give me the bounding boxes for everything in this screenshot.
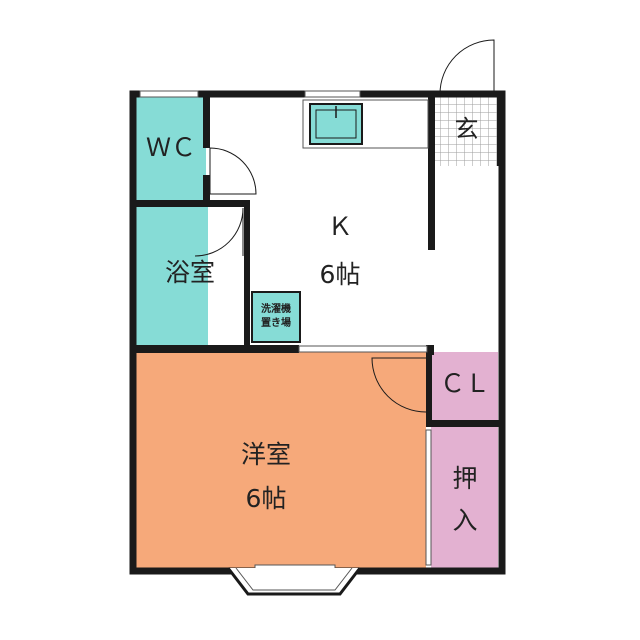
closet-label: ＣＬ	[439, 369, 490, 398]
bay-window-inner	[235, 567, 353, 591]
closet-floor	[431, 352, 498, 420]
entrance-label: 玄	[454, 115, 479, 143]
western-label: 洋室	[240, 440, 291, 469]
washer-space	[251, 291, 301, 343]
bath-label: 浴室	[164, 258, 215, 287]
western-floor	[136, 352, 426, 568]
interior-walls	[133, 96, 502, 427]
swing-doors	[194, 39, 495, 413]
entrance-floor	[435, 97, 498, 166]
kitchen-label: Ｋ	[327, 212, 353, 241]
oshiire-label-top: 押	[452, 464, 478, 493]
sliding-door-western	[298, 345, 428, 353]
kitchen-floor-right	[430, 166, 500, 345]
washer-label-line2: 置き場	[261, 318, 291, 329]
wc-floor	[136, 97, 206, 201]
kitchen-size: 6帖	[319, 260, 361, 289]
washer-label-line1: 洗濯機	[261, 304, 291, 315]
wc-label: ＷＣ	[145, 133, 196, 162]
oshiire-label-bottom: 入	[452, 506, 478, 535]
oshiire-floor	[431, 426, 498, 568]
western-size: 6帖	[245, 484, 287, 513]
sliding-door-oshiire	[425, 429, 432, 566]
bay-window	[226, 567, 362, 596]
